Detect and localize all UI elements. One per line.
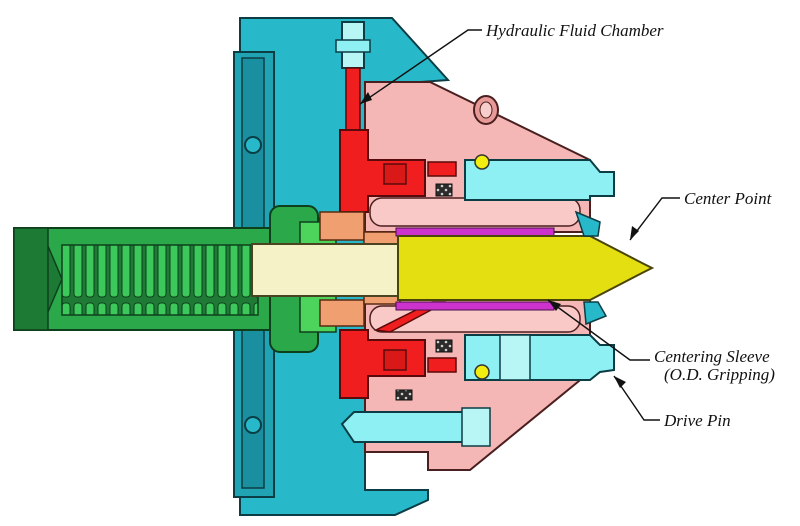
arrow-drive-pin (614, 376, 626, 388)
seal-lower-1 (435, 339, 453, 353)
seal-lower-2 (383, 349, 407, 371)
retaining-screw-head (461, 407, 491, 447)
jaw-tip-lower (583, 301, 608, 326)
arbor-spring (61, 244, 259, 316)
seal-upper-1 (383, 163, 407, 185)
sleeve-upper (395, 227, 555, 237)
flange-bolt-bottom (244, 416, 262, 434)
drive-pin-lower-body (499, 334, 531, 381)
center-point (397, 235, 655, 301)
label-center-point: Center Point (684, 189, 773, 208)
leader-centering-sleeve (547, 299, 650, 361)
retaining-screw (340, 411, 481, 443)
label-centering-sleeve-note: (O.D. Gripping) (664, 365, 775, 384)
leader-arrowheads (360, 92, 639, 388)
seal-upper-2 (435, 183, 453, 197)
arrow-centering-sleeve (548, 300, 561, 311)
ball-lower (474, 364, 490, 380)
leader-center-point (629, 197, 680, 241)
drive-pins (340, 154, 615, 447)
sleeve-lower (395, 301, 555, 311)
label-hydraulic-fluid-chamber: Hydraulic Fluid Chamber (485, 21, 664, 40)
label-drive-pin: Drive Pin (663, 411, 731, 430)
hydraulic-chamber (315, 21, 457, 401)
fluid-channel (345, 67, 361, 135)
bleed-screw-head (335, 39, 371, 53)
seal-mid-2 (427, 357, 457, 373)
drive-pin-upper (464, 159, 615, 201)
label-centering-sleeve: Centering Sleeve (654, 347, 770, 366)
arrow-hydraulic (360, 92, 372, 104)
bushing-upper (319, 211, 365, 241)
leader-drive-pin (613, 375, 660, 421)
jaw-bolt-hole-inner (479, 101, 493, 119)
flange-bolt-top (244, 136, 262, 154)
leader-lines (359, 29, 680, 421)
jaw-cavity-upper (369, 197, 581, 227)
seal-mid-1 (427, 161, 457, 177)
knurl-insert-c (395, 389, 413, 401)
ball-upper (474, 154, 490, 170)
piston-lower (339, 329, 426, 399)
bushing-lower (319, 299, 365, 327)
jaw-tip-upper (574, 210, 601, 237)
center-shaft (251, 243, 413, 297)
arrow-center-point (630, 226, 639, 240)
leader-hydraulic (359, 29, 482, 105)
